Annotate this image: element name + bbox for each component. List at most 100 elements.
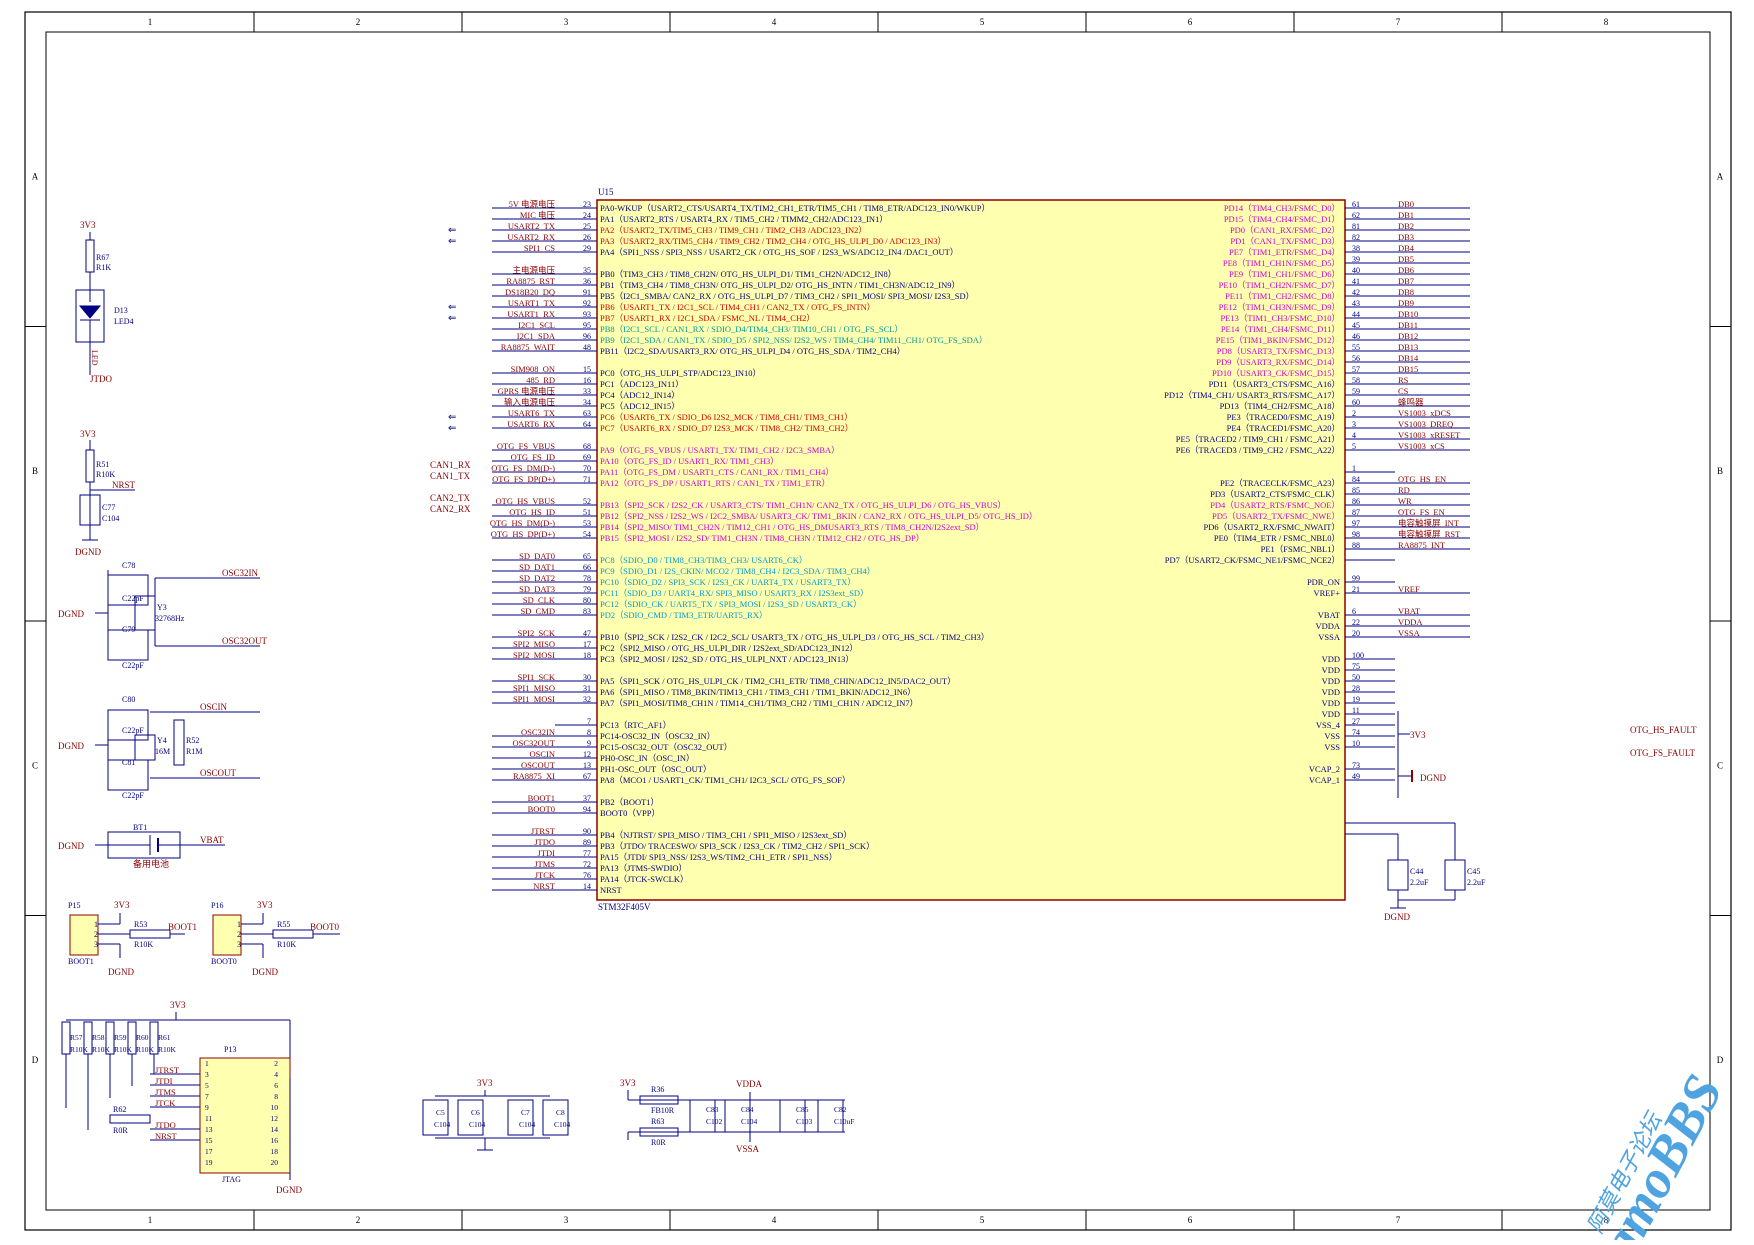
osc32-gnd-label: DGND — [58, 609, 84, 619]
mcu-net-label: 输入电源电压 — [504, 397, 556, 407]
c45-val: 2.2uF — [1467, 878, 1486, 887]
mcu-pin-number: 41 — [1352, 277, 1360, 286]
mcu-net-label: BOOT1 — [528, 793, 555, 803]
can-label: CAN1_RX — [430, 460, 471, 470]
mcu-pin-function: PA8（MCO1 / USART1_CK/ TIM1_CH1/ I2C3_SCL… — [600, 775, 851, 785]
mcu-pin-function: PB2（BOOT1） — [600, 797, 659, 807]
mcu-designator: U15 — [598, 187, 614, 197]
jtag-vcc: 3V3 — [170, 1000, 186, 1010]
jtag-resistor-ref: R58 — [92, 1033, 105, 1042]
mcu-pin-number: 10 — [1352, 739, 1360, 748]
mcu-pin-number: 45 — [1352, 321, 1360, 330]
oscout-net: OSCOUT — [200, 768, 237, 778]
frame-col-label: 6 — [1188, 17, 1193, 27]
mcu-net-label: USART2_TX — [508, 221, 555, 231]
mcu-net-label: VBAT — [1398, 606, 1421, 616]
mcu-pin-number: 98 — [1352, 530, 1360, 539]
mcu-pin-function: PC2（SPI2_MISO / OTG_HS_ULPI_DIR / I2S2ex… — [600, 643, 858, 653]
osc32out-net: OSC32OUT — [222, 636, 268, 646]
p16-ref: P16 — [211, 901, 223, 910]
c44-ref: C44 — [1410, 867, 1423, 876]
mcu-body — [596, 199, 1346, 901]
can-labels: CAN1_RX CAN1_TX CAN2_TX CAN2_RX — [430, 460, 471, 514]
mcu-pin-number: 80 — [583, 596, 591, 605]
mcu-net-label: SPI2_MOSI — [513, 650, 555, 660]
mcu-pin-function: PDR_ON — [1307, 577, 1340, 587]
mcu-right-pins: 61PD14（TIM4_CH3/FSMC_D0）DB062PD15（TIM4_C… — [1164, 199, 1470, 785]
mcu-pin-function: PA1（USART2_RTS / USART4_RX / TIM5_CH2 / … — [600, 214, 888, 224]
mcu-pin-number: 89 — [583, 838, 591, 847]
mcu-pin-number: 77 — [583, 849, 591, 858]
mcu-pin-number: 82 — [1352, 233, 1360, 242]
frame-col-label: 4 — [772, 1215, 777, 1225]
mcu-net-label: VS1003_xRESET — [1398, 430, 1461, 440]
c78-val: C22pF — [122, 594, 144, 603]
cap-val: C10uF — [834, 1117, 854, 1126]
mcu-pin-number: 68 — [583, 442, 591, 451]
mcu-net-label: 电容触摸屏_INT — [1398, 518, 1460, 528]
mcu-pin-function: PE1（FSMC_NBL1） — [1261, 544, 1340, 554]
mcu-pin-number: 39 — [1352, 255, 1360, 264]
mcu-net-label: OTG_HS_EN — [1398, 474, 1446, 484]
mcu-net-label: OTG_FS_EN — [1398, 507, 1445, 517]
mcu-pin-number: 49 — [1352, 772, 1360, 781]
frame-col-label: 5 — [980, 1215, 985, 1225]
mcu-pin-number: 53 — [583, 519, 591, 528]
mcu-net-label: SD_DAT2 — [519, 573, 555, 583]
mcu-pin-function: PE6（TRACED3 / TIM9_CH2 / FSMC_A22） — [1176, 445, 1340, 455]
boot0-vcc: 3V3 — [257, 900, 273, 910]
mcu-pin-function: PC3（SPI2_MOSI / I2S2_SD / OTG_HS_ULPI_NX… — [600, 654, 854, 664]
mcu-pin-function: PC11（SDIO_D3 / UART4_RX/ SPI3_MISO / USA… — [600, 588, 869, 598]
mcu-net-label: DB1 — [1398, 210, 1414, 220]
cap-ref: C85 — [796, 1105, 809, 1114]
mcu-pin-function: PE14（TIM1_CH4/FSMC_D11） — [1221, 324, 1340, 334]
mcu-pin-number: 56 — [1352, 354, 1360, 363]
mcu-net-label: OSC32OUT — [512, 738, 555, 748]
cap-ref: C84 — [741, 1105, 754, 1114]
mcu-pin-number: 19 — [1352, 695, 1360, 704]
jtag-net-label: JTRST — [155, 1065, 180, 1075]
mcu-pin-function: PE9（TIM1_CH1/FSMC_D6） — [1229, 269, 1340, 279]
mcu-pin-function: PD2（SDIO_CMD / TIM3_ETR/UART5_RX） — [600, 610, 767, 620]
mcu-net-label: RA8875_XI — [513, 771, 555, 781]
mcu-pin-number: 79 — [583, 585, 591, 594]
mcu-pin-number: 95 — [583, 321, 591, 330]
vbat-net: VBAT — [200, 835, 224, 845]
boot0-block — [212, 913, 340, 958]
mcu-net-label: DB0 — [1398, 199, 1414, 209]
mcu-pin-function: PE5（TRACED2 / TIM9_CH1 / FSMC_A21） — [1176, 434, 1340, 444]
mcu-pin-function: PD13（TIM4_CH2/FSMC_A18） — [1220, 401, 1340, 411]
mcu-pin-number: 44 — [1352, 310, 1360, 319]
frame-row-label: B — [32, 466, 38, 476]
jtag-label: JTAG — [222, 1175, 241, 1184]
mcu-pin-function: VDD — [1322, 665, 1340, 675]
mcu-pin-number: 15 — [583, 365, 591, 374]
mcu-pin-function: PD4（USART2_RTS/FSMC_NOE） — [1210, 500, 1340, 510]
mcu-pin-function: VSS — [1324, 731, 1340, 741]
jtag-gnd: DGND — [276, 1185, 302, 1195]
mcu-pin-function: BOOT0（VPP） — [600, 808, 660, 818]
mcu-pin-function: VDD — [1322, 687, 1340, 697]
mcu-net-label: SD_CLK — [523, 595, 556, 605]
can-label: CAN2_TX — [430, 493, 470, 503]
mcu-pin-function: PA3（USART2_RX/TIM5_CH4 / TIM9_CH2 / TIM2… — [600, 236, 946, 246]
mcu-net-label: WR — [1398, 496, 1412, 506]
mcu-net-label: JTRST — [531, 826, 556, 836]
mcu-pin-number: 21 — [1352, 585, 1360, 594]
mcu-pin-number: 43 — [1352, 299, 1360, 308]
direction-arrow-icon: ⇐ — [448, 236, 456, 247]
r52-ref: R52 — [186, 736, 199, 745]
mcu-net-label: USART6_TX — [508, 408, 555, 418]
mcu-net-label: RS — [1398, 375, 1409, 385]
mcu-pin-number: 59 — [1352, 387, 1360, 396]
r51-val: R10K — [96, 470, 115, 479]
mcu-pin-number: 1 — [1352, 464, 1356, 473]
mcu-pin-function: PA9（OTG_FS_VBUS / USART1_TX/ TIM1_CH2 / … — [600, 445, 840, 455]
mcu-net-label: DB5 — [1398, 254, 1414, 264]
y3-ref: Y3 — [157, 603, 167, 612]
mcu-pin-function: PC15-OSC32_OUT（OSC32_OUT） — [600, 742, 732, 752]
direction-arrow-icon: ⇐ — [448, 412, 456, 423]
mcu-pin-number: 93 — [583, 310, 591, 319]
